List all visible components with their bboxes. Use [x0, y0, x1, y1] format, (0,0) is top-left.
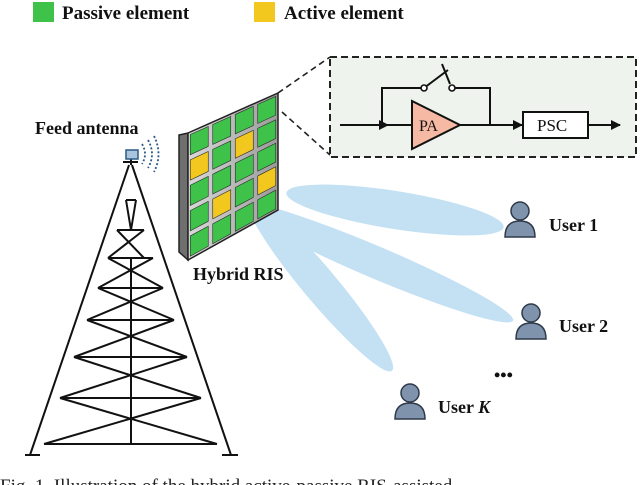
ris-element-grid — [189, 95, 277, 257]
feed-antenna-label: Feed antenna — [35, 118, 139, 138]
user-1-label: User 1 — [549, 215, 598, 235]
switch-contact-right — [448, 84, 456, 92]
beam-user-k — [246, 198, 394, 372]
ris-passive-element — [212, 213, 232, 245]
ris-passive-element — [212, 140, 232, 170]
psc-label: PSC — [537, 116, 567, 135]
ris-passive-element — [212, 164, 232, 195]
ris-passive-element — [257, 119, 277, 148]
legend-active-label: Active element — [284, 3, 404, 24]
arrow-in — [379, 120, 389, 130]
pa-amplifier — [411, 99, 463, 151]
lattice-tower — [25, 150, 238, 456]
beam-user-2 — [236, 201, 514, 323]
arrow-to-psc — [513, 120, 523, 130]
user-icon — [394, 383, 426, 420]
ris-passive-element — [257, 142, 277, 172]
ris-passive-element — [189, 175, 209, 207]
pa-label: PA — [419, 118, 438, 135]
beams — [236, 184, 514, 372]
user-k-label: User K — [438, 397, 492, 417]
switch-contact-left — [420, 84, 428, 92]
user-2-label: User 2 — [559, 316, 608, 336]
circuit-box — [329, 56, 637, 158]
ris-passive-element — [234, 177, 254, 208]
more-users-ellipsis: ••• — [494, 365, 513, 385]
zoom-connectors — [277, 56, 331, 156]
legend-passive-label: Passive element — [62, 3, 190, 24]
ris-active-element — [234, 129, 254, 159]
hybrid-ris-label: Hybrid RIS — [193, 264, 284, 284]
figure-caption: Fig. 1. Illustration of the hybrid activ… — [0, 476, 453, 485]
legend-passive-swatch — [33, 2, 54, 22]
ris-passive-element — [212, 115, 232, 145]
ris-passive-element — [189, 225, 209, 257]
ris-passive-element — [257, 95, 277, 124]
user-icon — [504, 201, 536, 238]
ris-panel-face — [187, 91, 279, 262]
ris-passive-element — [234, 105, 254, 135]
ris-passive-element — [234, 153, 254, 184]
ris-passive-element — [189, 126, 209, 156]
ris-panel-side — [178, 132, 189, 262]
ris-active-element — [212, 189, 232, 220]
feed-antenna — [125, 135, 160, 173]
hybrid-ris-panel — [178, 91, 279, 262]
psc-block — [522, 111, 589, 139]
circuit-panel: PA PSC — [329, 56, 637, 158]
ris-active-element — [189, 150, 209, 181]
ris-passive-element — [234, 201, 254, 232]
legend: Passive element Active element — [33, 2, 404, 24]
ris-passive-element — [189, 200, 209, 232]
ris-passive-element — [257, 189, 277, 220]
user-2: User 2 — [515, 303, 608, 340]
legend-active-swatch — [254, 2, 275, 22]
user-1: User 1 — [504, 201, 598, 238]
arrow-out — [611, 120, 621, 130]
beam-user-1 — [286, 184, 504, 236]
user-k: User K — [394, 383, 492, 420]
user-icon — [515, 303, 547, 340]
ris-active-element — [257, 166, 277, 196]
